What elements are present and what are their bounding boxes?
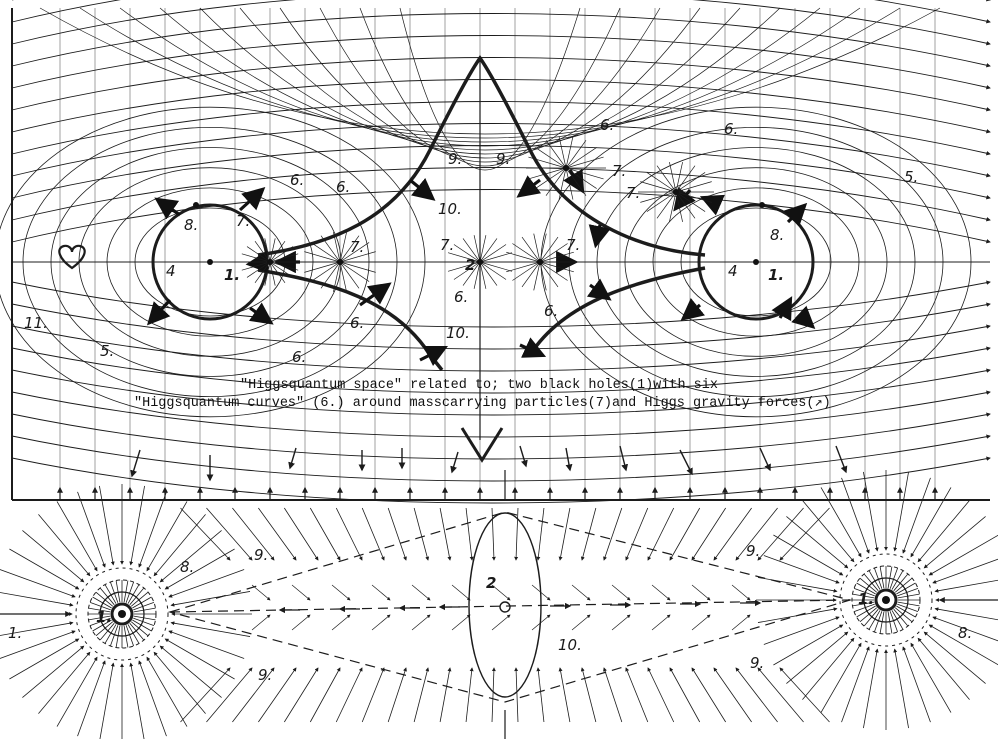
- caption-line-2: "Higgsquantum curves" (6.) around massca…: [134, 396, 831, 411]
- label-ten: 10.: [446, 324, 470, 342]
- dot-marker: [759, 202, 765, 208]
- label-five-left: 5.: [100, 342, 114, 360]
- label-eight-lower: 8.: [958, 624, 972, 642]
- particle-dot: [267, 259, 273, 265]
- particle-dot: [537, 259, 543, 265]
- label-seven: 7.: [612, 162, 626, 180]
- label-eight-lower: 8.: [180, 558, 194, 576]
- label-one-lower-right: 1.: [858, 590, 874, 608]
- label-ten: 10.: [438, 200, 462, 218]
- label-six: 6.: [544, 302, 558, 320]
- particle-dot: [337, 259, 343, 265]
- label-six: 6.: [350, 314, 364, 332]
- label-eight-right: 8.: [770, 226, 784, 244]
- label-one-left: 1.: [224, 266, 240, 284]
- label-six: 6.: [336, 178, 350, 196]
- label-seven: 7.: [350, 238, 364, 256]
- label-nine-lower: 9.: [254, 546, 268, 564]
- label-nine-lower: 9.: [746, 542, 760, 560]
- particle-dot: [477, 259, 483, 265]
- label-nine: 9.: [496, 150, 510, 168]
- caption-line-1: "Higgsquantum space" related to; two bla…: [240, 378, 718, 393]
- label-six: 6.: [292, 348, 306, 366]
- particle-dot: [563, 165, 569, 171]
- label-four-right: 4: [728, 262, 738, 280]
- label-two: 2: [465, 256, 475, 274]
- label-one-edge: 1.: [8, 624, 22, 642]
- label-one-lower-left: 1.: [96, 608, 112, 626]
- particle-dot: [673, 189, 679, 195]
- label-nine-lower: 9.: [750, 654, 764, 672]
- label-seven: 7.: [440, 236, 454, 254]
- dot-marker: [193, 202, 199, 208]
- label-nine: 9.: [448, 150, 462, 168]
- label-seven: 7.: [626, 184, 640, 202]
- label-eleven: 11.: [24, 314, 48, 332]
- label-two-lower: 2: [486, 574, 496, 592]
- label-five-right: 5.: [904, 168, 918, 186]
- black-hole-left-center: [207, 259, 213, 265]
- label-six: 6.: [290, 171, 304, 189]
- label-nine-lower: 9.: [258, 666, 272, 684]
- label-six: 6.: [724, 120, 738, 138]
- label-six: 6.: [454, 288, 468, 306]
- black-hole-right-center: [753, 259, 759, 265]
- label-one-right: 1.: [768, 266, 784, 284]
- label-ten-lower: 10.: [558, 636, 582, 654]
- label-four-left: 4: [166, 262, 176, 280]
- label-seven: 7.: [566, 236, 580, 254]
- label-seven: 7.: [236, 212, 250, 230]
- label-eight-left: 8.: [184, 216, 198, 234]
- label-six: 6.: [600, 116, 614, 134]
